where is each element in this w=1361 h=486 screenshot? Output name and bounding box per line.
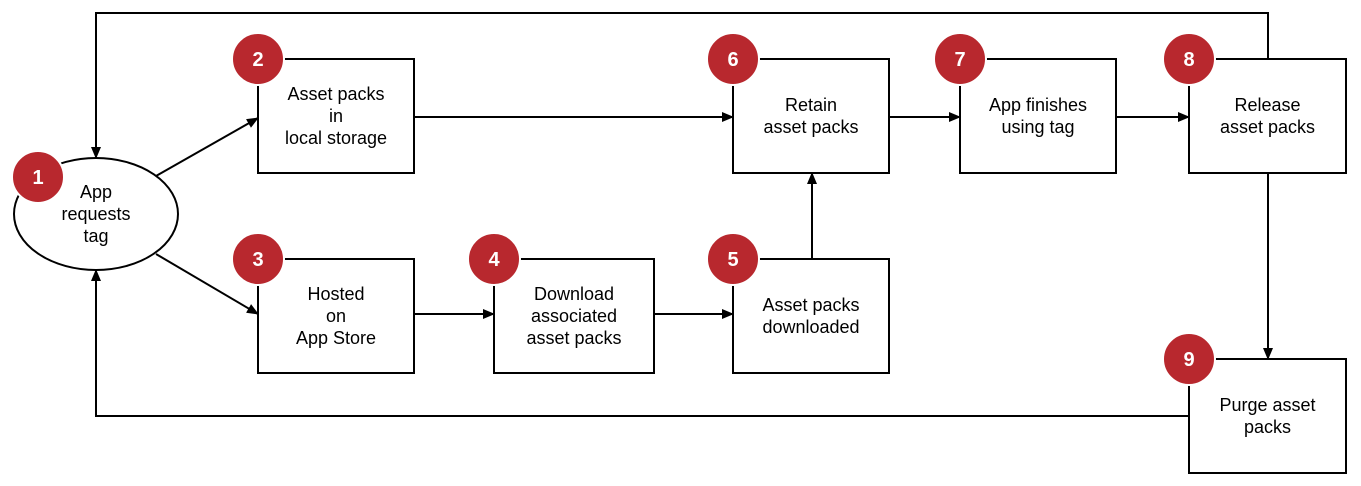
step-badge-8 <box>1162 32 1216 86</box>
node-4-label-line: Download <box>534 284 614 304</box>
node-3-label-line: on <box>326 306 346 326</box>
node-1-label-line: tag <box>83 226 108 246</box>
node-7-label-line: using tag <box>1001 117 1074 137</box>
arrow-n1-to-n3 <box>155 253 259 315</box>
edges <box>91 12 1273 417</box>
node-6-label-line: Retain <box>785 95 837 115</box>
node-5-label-line: Asset packs <box>762 295 859 315</box>
step-badge-6-number: 6 <box>727 49 738 71</box>
arrow-n9-to-n1 <box>91 269 1189 417</box>
step-badge-6 <box>706 32 760 86</box>
node-7-box <box>959 58 1117 174</box>
arrow-n8-to-n1 <box>91 12 1269 159</box>
node-1-label-line: requests <box>61 204 130 224</box>
arrow-n1-to-n2 <box>155 117 259 177</box>
node-8-label-line: Release <box>1234 95 1300 115</box>
step-badge-9 <box>1162 332 1216 386</box>
node-8-label-line: asset packs <box>1220 117 1315 137</box>
node-9-box <box>1188 358 1347 474</box>
step-badge-8-number: 8 <box>1183 49 1194 71</box>
node-2-box <box>257 58 415 174</box>
node-5-label-line: downloaded <box>762 317 859 337</box>
step-badge-2-number: 2 <box>252 49 263 71</box>
node-4-label-line: associated <box>531 306 617 326</box>
node-5-box <box>732 258 890 374</box>
step-badge-5-number: 5 <box>727 249 738 271</box>
step-badge-1-number: 1 <box>32 167 43 189</box>
step-badge-3-number: 3 <box>252 249 263 271</box>
step-badge-4-number: 4 <box>488 249 500 271</box>
step-badge-7 <box>933 32 987 86</box>
node-9-label-line: packs <box>1244 417 1291 437</box>
node-6-box <box>732 58 890 174</box>
node-3-label-line: App Store <box>296 328 376 348</box>
node-8-box <box>1188 58 1347 174</box>
step-badge-7-number: 7 <box>954 49 965 71</box>
node-3-box <box>257 258 415 374</box>
step-badge-4 <box>467 232 521 286</box>
node-7-label-line: App finishes <box>989 95 1087 115</box>
node-3-label-line: Hosted <box>307 284 364 304</box>
step-badge-2 <box>231 32 285 86</box>
node-4-box <box>493 258 655 374</box>
node-2-label-line: in <box>329 106 343 126</box>
step-badge-9-number: 9 <box>1183 349 1194 371</box>
node-2-label-line: local storage <box>285 128 387 148</box>
node-6-label-line: asset packs <box>763 117 858 137</box>
node-4-label-line: asset packs <box>526 328 621 348</box>
step-badge-5 <box>706 232 760 286</box>
node-9-label-line: Purge asset <box>1219 395 1315 415</box>
node-1-label-line: App <box>80 182 112 202</box>
step-badge-3 <box>231 232 285 286</box>
node-2-label-line: Asset packs <box>287 84 384 104</box>
step-badge-1 <box>11 150 65 204</box>
